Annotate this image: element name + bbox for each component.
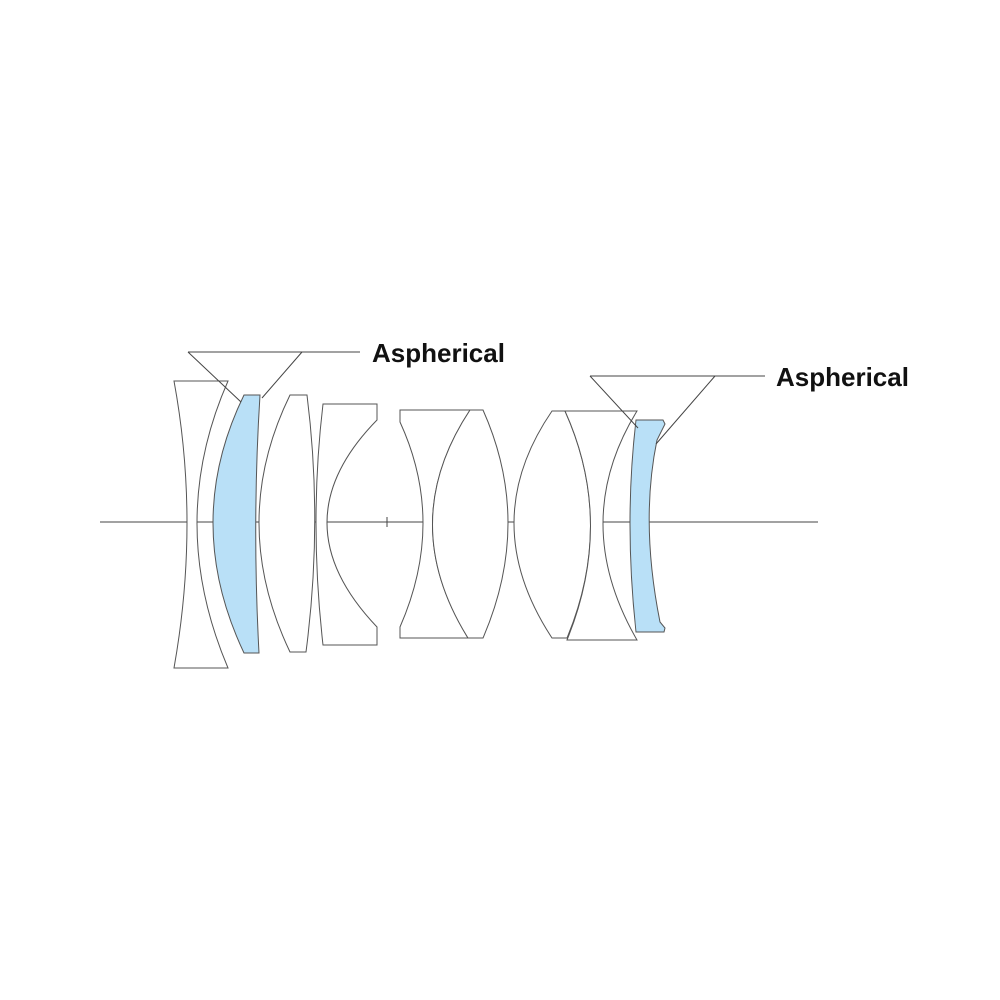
lens-element-5b — [432, 409, 509, 639]
lens-element-4 — [315, 403, 378, 646]
left-callout: Aspherical — [187, 338, 505, 403]
lens-element-6b — [564, 410, 638, 641]
right-callout: Aspherical — [589, 362, 909, 445]
lens-element-1 — [173, 380, 229, 669]
callout-pointer — [187, 351, 242, 403]
aspherical-lens-element-2 — [212, 394, 261, 654]
callout-pointer — [655, 375, 716, 445]
aspherical-label-right: Aspherical — [776, 362, 909, 392]
aspherical-label-left: Aspherical — [372, 338, 505, 368]
aspherical-lens-element-8 — [629, 419, 666, 633]
lens-element-3 — [258, 394, 316, 653]
callout-pointer — [261, 351, 303, 399]
callout-pointer — [589, 375, 639, 429]
